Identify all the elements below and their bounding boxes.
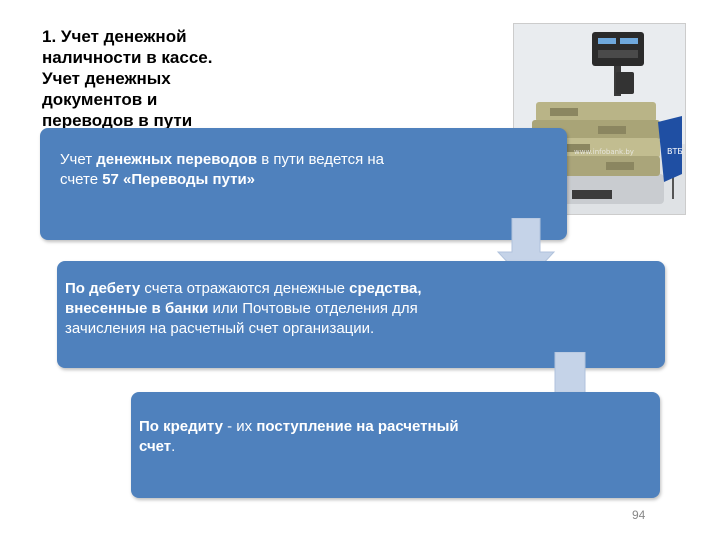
box3-bold-credit: По кредиту	[139, 418, 223, 435]
box2-bold-funds: средства,	[349, 280, 421, 297]
title-line: документов и	[42, 89, 262, 110]
box2-bold-deposited: внесенные в банки	[65, 300, 208, 317]
title-line: Учет денежных	[42, 68, 262, 89]
box1-bold-transfers: денежных переводов	[96, 151, 257, 168]
box3-bold-receipt: поступление на расчетный	[256, 418, 458, 435]
box2-text: или Почтовые отделения для	[208, 300, 417, 317]
box1-text: Учет	[60, 151, 96, 168]
page-number: 94	[632, 508, 645, 522]
box2-text: зачисления на расчетный счет организации…	[65, 320, 374, 337]
box2-bold-debit: По дебету	[65, 280, 140, 297]
box3-bold-account: счет	[139, 438, 171, 455]
box1-text: в пути ведется на	[257, 151, 384, 168]
slide-title: 1. Учет денежной наличности в кассе. Уче…	[42, 26, 262, 131]
step-box-transfers: Учет денежных переводов в пути ведется н…	[40, 128, 567, 240]
box1-text: счете	[60, 171, 102, 188]
title-line: наличности в кассе.	[42, 47, 262, 68]
box1-bold-account: 57 «Переводы пути»	[102, 171, 255, 188]
photo-watermark-text: www.infobank.by	[574, 148, 634, 156]
photo-brand-text: ВТБ	[667, 147, 683, 156]
step-box-credit: По кредиту - их поступление на расчетный…	[131, 392, 660, 498]
title-line: 1. Учет денежной	[42, 26, 262, 47]
box2-text: счета отражаются денежные	[140, 280, 349, 297]
box3-text: .	[171, 438, 175, 455]
box3-text: - их	[223, 418, 256, 435]
